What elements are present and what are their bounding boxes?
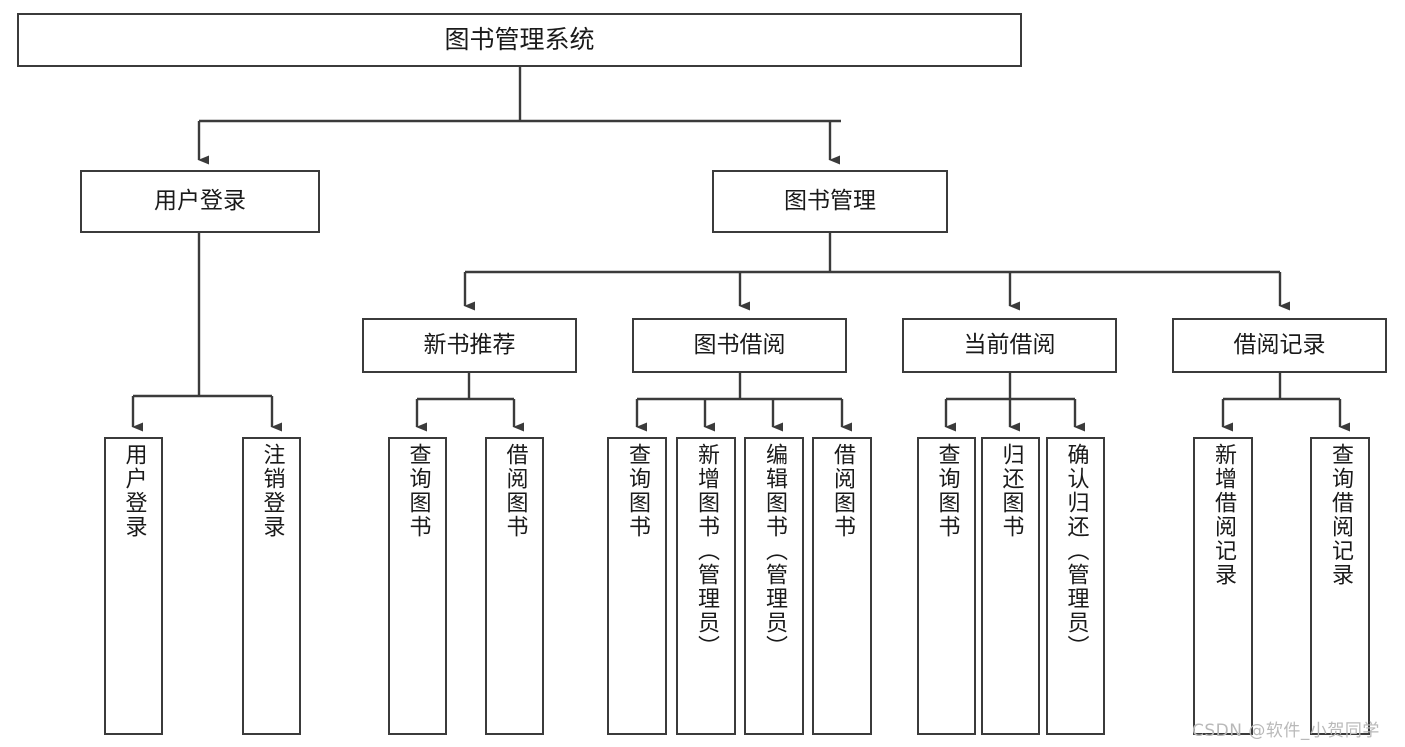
- node-label: 用户登录: [121, 443, 147, 539]
- edges-book-borrow-to-leaves: [635, 373, 852, 432]
- node-root-system[interactable]: 图书管理系统: [17, 13, 1022, 67]
- node-label: 查询图书: [405, 443, 431, 539]
- node-label: 确认归还（管理员）: [1063, 443, 1089, 659]
- edges-new-book-rec-to-leaves: [415, 373, 524, 432]
- node-leaf-add-book[interactable]: 新增图书（管理员）: [676, 437, 736, 735]
- node-leaf-query-book-1[interactable]: 查询图书: [388, 437, 447, 735]
- node-user-login[interactable]: 用户登录: [80, 170, 320, 233]
- edges-current-borrow-to-leaves: [944, 373, 1085, 432]
- node-label: 编辑图书（管理员）: [762, 443, 787, 659]
- node-leaf-query-book-3[interactable]: 查询图书: [917, 437, 976, 735]
- node-book-borrow[interactable]: 图书借阅: [632, 318, 847, 373]
- node-new-book-recommend[interactable]: 新书推荐: [362, 318, 577, 373]
- node-label: 图书管理系统: [444, 25, 595, 55]
- edges-book-manage-to-level3: [463, 233, 1290, 311]
- node-leaf-query-book-2[interactable]: 查询图书: [607, 437, 667, 735]
- node-leaf-logout[interactable]: 注销登录: [242, 437, 301, 735]
- node-label: 查询借阅记录: [1328, 443, 1353, 587]
- node-label: 当前借阅: [963, 331, 1056, 358]
- edges-user-login-to-leaves: [131, 233, 282, 432]
- node-label: 借阅图书: [502, 443, 528, 539]
- node-leaf-borrow-book-1[interactable]: 借阅图书: [485, 437, 544, 735]
- node-leaf-edit-book[interactable]: 编辑图书（管理员）: [744, 437, 804, 735]
- node-leaf-return-book[interactable]: 归还图书: [981, 437, 1040, 735]
- node-label: 注销登录: [259, 443, 285, 539]
- node-label: 新增图书（管理员）: [694, 443, 719, 659]
- node-label: 借阅图书: [830, 443, 855, 539]
- node-label: 查询图书: [625, 443, 650, 539]
- node-leaf-add-record[interactable]: 新增借阅记录: [1193, 437, 1253, 735]
- node-label: 归还图书: [998, 443, 1024, 539]
- node-current-borrow[interactable]: 当前借阅: [902, 318, 1117, 373]
- node-label: 新书推荐: [423, 331, 516, 358]
- edges-borrow-record-to-leaves: [1221, 373, 1350, 432]
- node-label: 图书借阅: [693, 331, 786, 358]
- node-book-manage[interactable]: 图书管理: [712, 170, 948, 233]
- node-leaf-query-record[interactable]: 查询借阅记录: [1310, 437, 1370, 735]
- node-label: 图书管理: [784, 187, 876, 214]
- node-label: 用户登录: [154, 187, 246, 214]
- node-label: 借阅记录: [1233, 331, 1326, 358]
- node-leaf-confirm-return[interactable]: 确认归还（管理员）: [1046, 437, 1105, 735]
- edges-root-to-level2: [197, 67, 841, 165]
- csdn-watermark: CSDN @软件_小贺同学: [1192, 721, 1380, 741]
- node-label: 查询图书: [934, 443, 960, 539]
- node-leaf-user-login[interactable]: 用户登录: [104, 437, 163, 735]
- node-borrow-record[interactable]: 借阅记录: [1172, 318, 1387, 373]
- node-label: 新增借阅记录: [1211, 443, 1236, 587]
- node-leaf-borrow-book-2[interactable]: 借阅图书: [812, 437, 872, 735]
